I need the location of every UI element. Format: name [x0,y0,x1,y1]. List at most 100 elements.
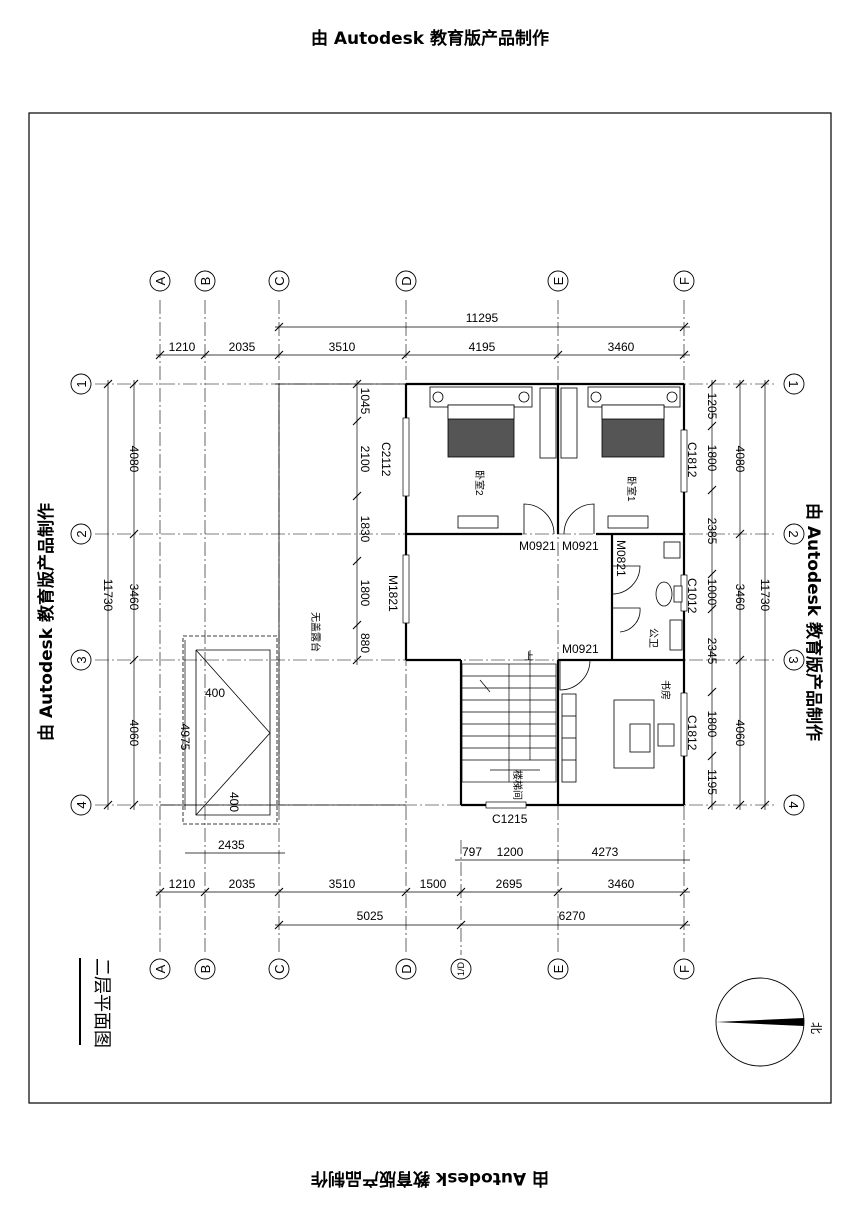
north-arrow: 北 [715,977,823,1067]
column-labels-bottom: A B C D 1/D E F [153,962,692,977]
dim-right-1: 4080 [733,446,747,473]
room-bedroom1: 卧室1 [625,476,638,502]
windows [402,417,688,809]
axis-label-2-right: 2 [786,530,801,537]
axis-label-D: D [399,276,414,285]
door-m0921-left-label: M0921 [519,539,556,553]
window-c1215-label: C1215 [492,812,528,826]
dims-wall: 1045 2100 1830 1800 880 [358,388,372,654]
axis-label-1-left: 1 [74,380,89,387]
dim-bottom-r1-2: 1200 [497,845,524,859]
drawing-title-block: 二层平面图 [79,958,112,1048]
dim-right-inner-5: 2345 [705,638,719,665]
dim-bottom-r3-1: 5025 [357,909,384,923]
dim-right-overall: 11730 [758,579,772,612]
dim-wall-5: 880 [358,633,372,653]
dim-right-inner-7: 1195 [705,769,719,795]
door-m0921-right-label: M0921 [562,539,599,553]
window-c2112-label: C2112 [379,442,393,477]
dimension-lines [107,326,766,926]
row-labels: 1 2 3 4 1 2 3 4 [74,380,801,808]
axis-label-C: C [272,276,287,285]
dim-right-inner-2: 1800 [705,445,719,472]
dim-bottom-r2-6: 3460 [608,877,635,891]
dim-left-1: 4080 [127,446,141,473]
room-bedroom2: 卧室2 [473,470,486,496]
dim-bottom-r2-5: 2695 [496,877,523,891]
axis-label-3-right: 3 [786,656,801,663]
room-labels: 卧室2 卧室1 公卫 书房 楼梯间 无盖露台 上 [309,470,672,800]
axis-label-4-left: 4 [74,801,89,808]
dim-wall-1: 1045 [358,388,372,415]
door-m1821-label: M1821 [386,575,400,612]
doors [523,503,641,691]
study-furniture [561,693,675,783]
axis-label-1-right: 1 [786,380,801,387]
staircase [461,650,557,783]
axis-label-1D-bottom: 1/D [456,962,466,977]
axis-label-E: E [551,276,566,285]
roof-dim-1: 400 [205,686,225,700]
dim-bottom-r1-1: 797 [462,845,482,859]
room-stair: 楼梯间 [511,770,524,800]
dim-top-5: 3460 [608,340,635,354]
dim-wall-3: 1830 [358,516,372,543]
opening-labels: C2112 C1812 C1812 C1012 M1821 M0921 M092… [379,442,699,826]
bathroom-fixtures [655,541,683,651]
window-c1012-label: C1012 [685,578,699,614]
dim-wall-4: 1800 [358,580,372,607]
dim-bottom-r2-3: 3510 [329,877,356,891]
dim-top-4: 4195 [469,340,496,354]
column-labels-top: A B C D E F [153,276,692,285]
row-bubbles [70,373,805,816]
dims-left: 11730 4080 3460 4060 4975 [101,446,192,751]
terrace-outline [160,383,406,806]
roof-dim-3: 2435 [218,838,245,852]
dim-left-3: 4060 [127,720,141,747]
dim-wall-2: 2100 [358,446,372,473]
dim-left-small: 4975 [178,724,192,751]
axis-label-A: A [153,276,168,285]
axis-label-D-bottom: D [399,964,414,973]
dim-top-2: 2035 [229,340,256,354]
axis-label-A-bottom: A [153,964,168,973]
axis-label-2-left: 2 [74,530,89,537]
watermark-top: 由 Autodesk 教育版产品制作 [310,29,550,49]
dim-left-2: 3460 [127,584,141,611]
room-bathroom: 公卫 [647,628,658,648]
dim-bottom-r2-2: 2035 [229,877,256,891]
axis-label-4-right: 4 [786,801,801,808]
axis-label-C-bottom: C [272,964,287,973]
axis-label-F-bottom: F [677,965,692,973]
dim-top-3: 3510 [329,340,356,354]
axis-label-B-bottom: B [198,965,213,974]
bedroom-furniture [429,386,681,529]
dimension-ticks [103,322,770,930]
dim-right-inner-6: 1800 [705,711,719,738]
window-c1812-bottom-label: C1812 [685,715,699,751]
door-m0921-study-label: M0921 [562,642,599,656]
dim-right-2: 3460 [733,584,747,611]
drawing-frame [28,112,832,1104]
dim-right-3: 4060 [733,720,747,747]
room-study: 书房 [659,680,672,700]
dim-bottom-r1-3: 4273 [592,845,619,859]
axis-label-F: F [677,277,692,285]
dims-right: 11730 4080 3460 4060 1205 1800 2385 1000… [705,393,772,796]
dim-bottom-r2-4: 1500 [420,877,447,891]
drawing-title: 二层平面图 [92,958,112,1048]
dim-right-inner-4: 1000 [705,579,719,606]
dim-bottom-r2-1: 1210 [169,877,196,891]
dim-left-overall: 11730 [101,579,115,612]
north-label: 北 [809,1022,823,1034]
roof-dims: 400 400 2435 [205,686,245,852]
window-c1812-top-label: C1812 [685,442,699,478]
column-bubbles-top [149,270,695,292]
room-terrace: 无盖露台 [309,612,322,652]
axis-label-B: B [198,277,213,286]
dim-right-inner-3: 2385 [705,518,719,545]
stair-up-label: 上 [524,651,534,663]
door-m0821-label: M0821 [614,540,628,577]
column-bubbles-bottom [149,958,695,980]
